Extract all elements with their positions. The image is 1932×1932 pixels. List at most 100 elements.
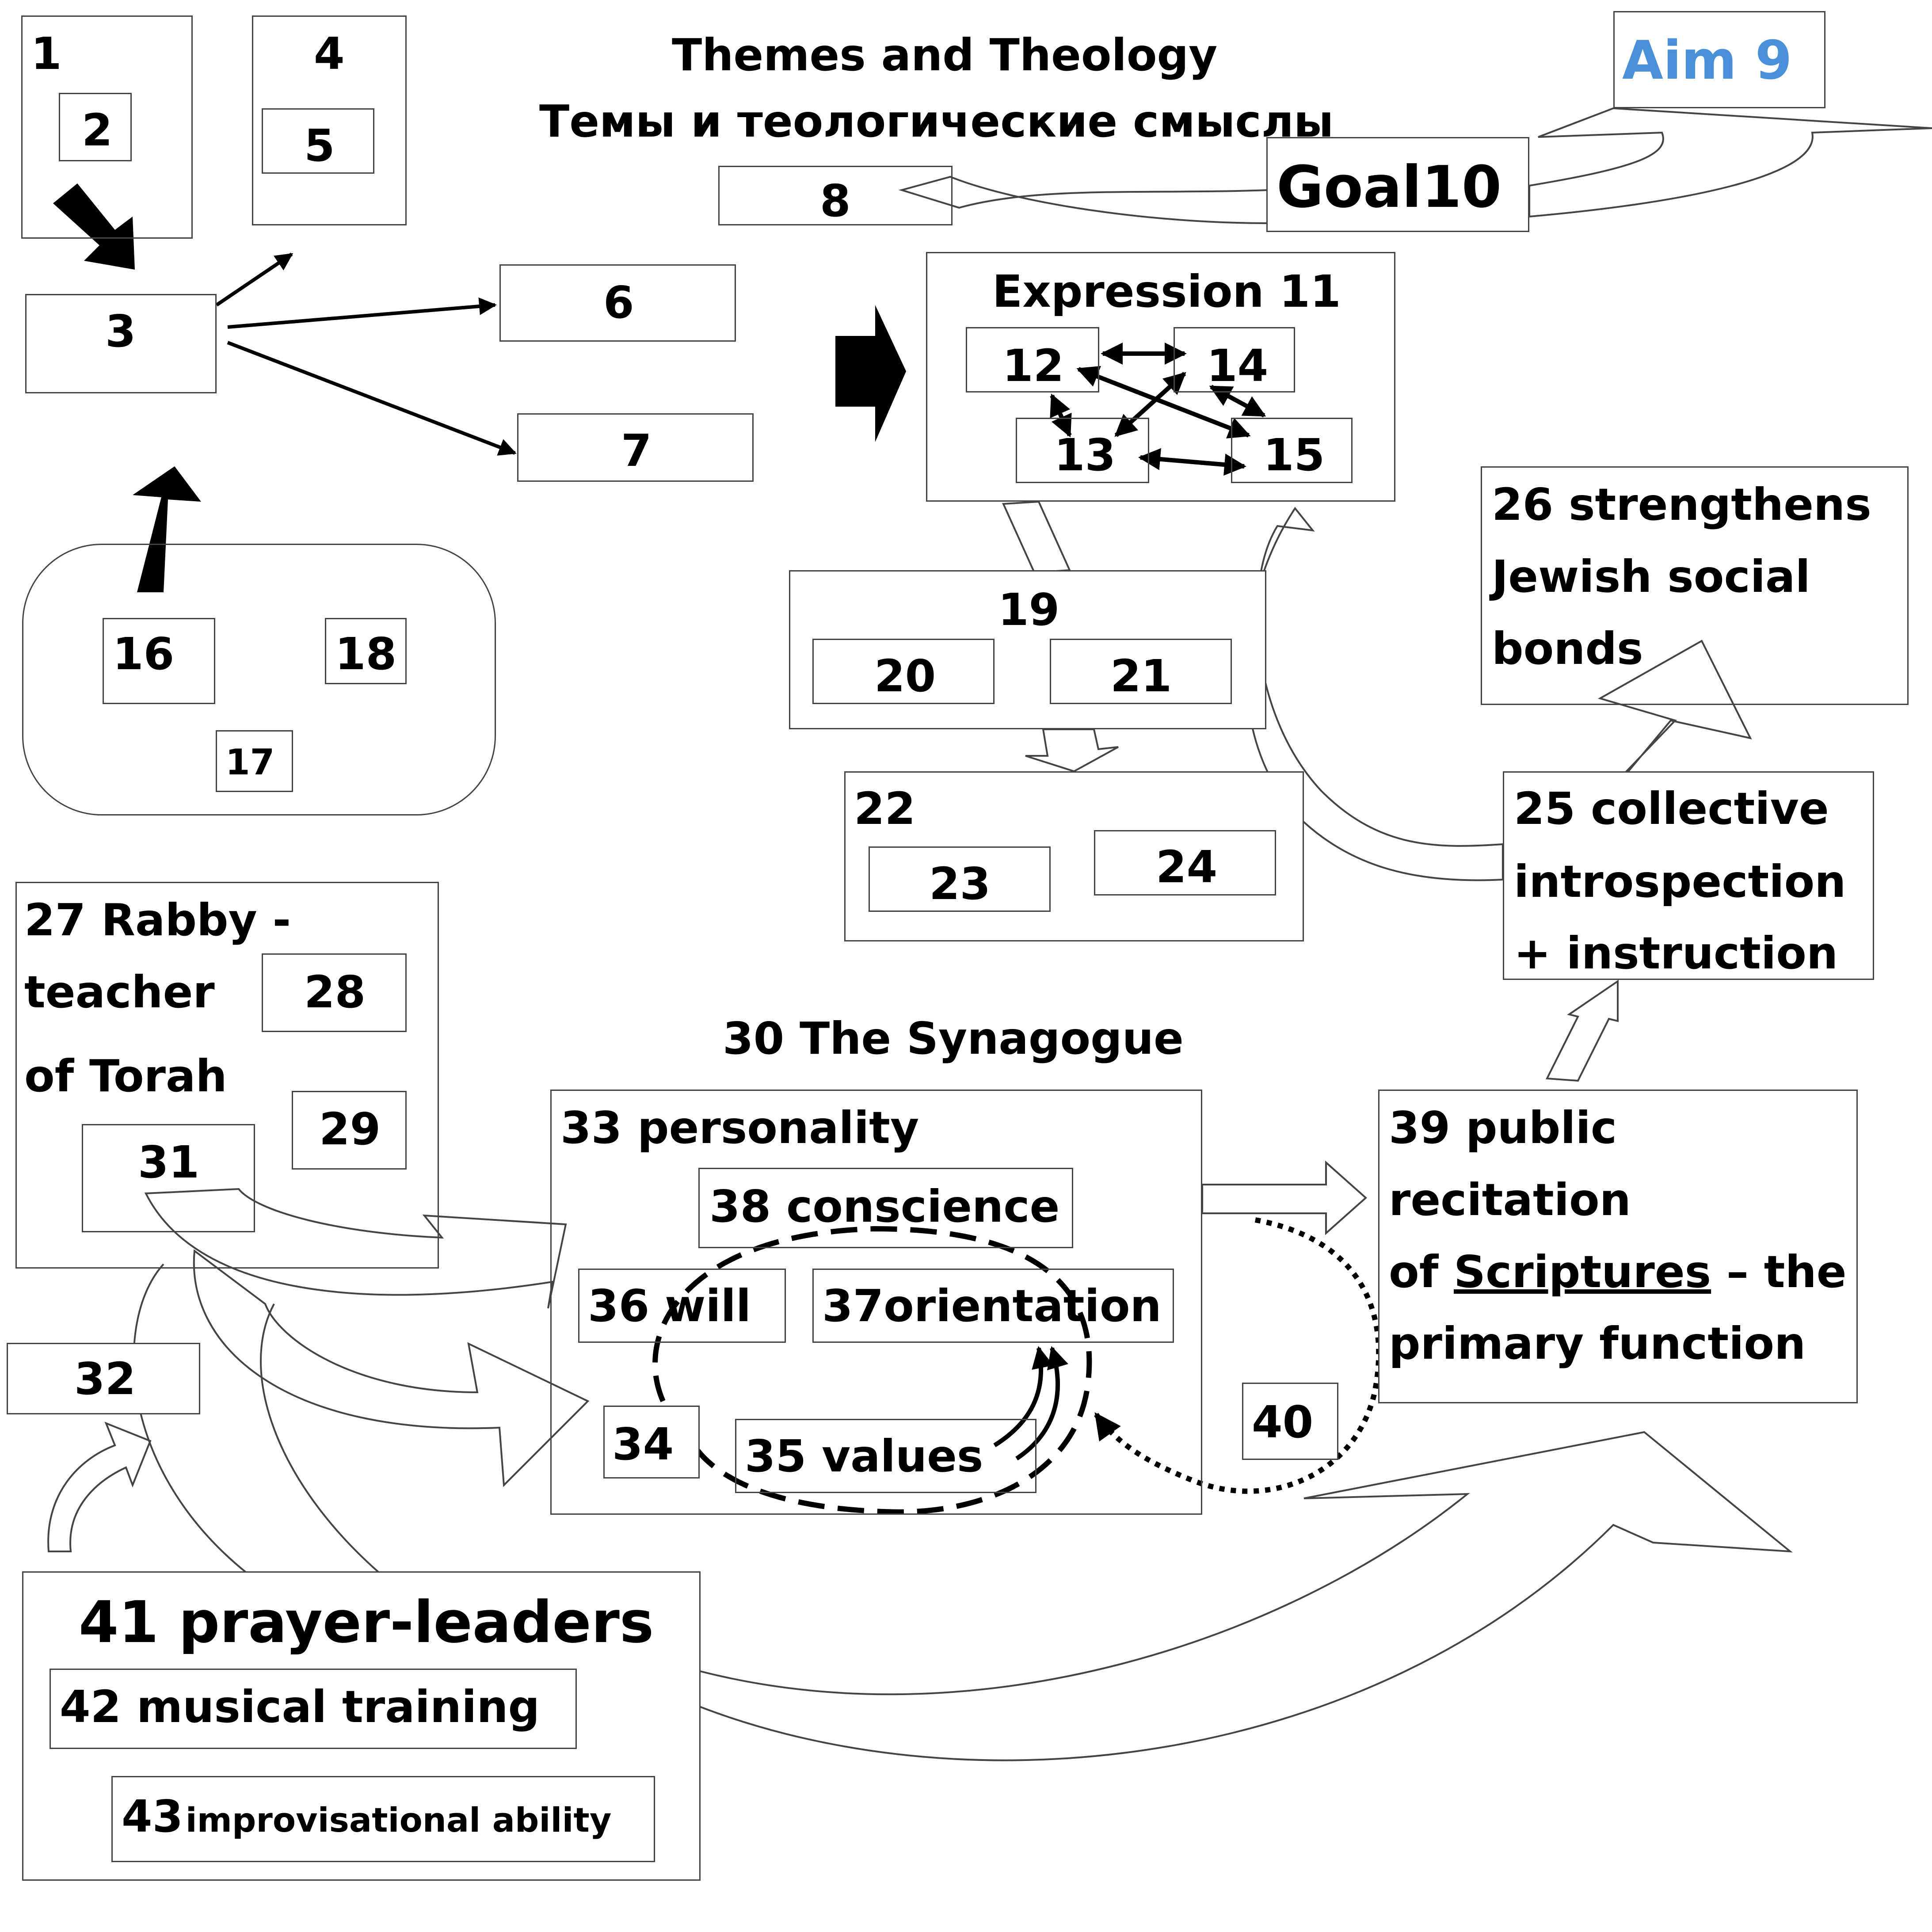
arrow-1-to-3	[53, 183, 135, 270]
arrow-13-15	[1138, 448, 1246, 476]
node-43-number: 43	[122, 1791, 183, 1842]
node-25-line2: introspection	[1514, 856, 1846, 907]
node-38-label: 38 conscience	[709, 1181, 1060, 1232]
node-28-label: 28	[304, 966, 366, 1018]
node-15-label: 15	[1263, 429, 1325, 481]
node-17	[216, 730, 293, 792]
node-18	[325, 618, 407, 684]
hollow-arrow-27-to-33-lower	[193, 1249, 590, 1487]
node-34-label: 34	[612, 1418, 674, 1470]
hollow-arrow-41-to-39	[697, 1431, 1793, 1761]
node-1-label: 1	[31, 28, 62, 80]
aim-label: Aim 9	[1622, 30, 1792, 91]
node-22-label: 22	[854, 783, 916, 835]
hollow-arrow-11-to-19	[1002, 500, 1071, 574]
node-16-label: 16	[113, 628, 175, 680]
node-7-label: 7	[621, 425, 652, 476]
arrow-12-13	[1050, 393, 1072, 438]
hollow-arrow-25-to-26	[1597, 640, 1752, 774]
node-36-label: 36 will	[588, 1280, 751, 1332]
node-12-label: 12	[1002, 340, 1064, 392]
node-32	[7, 1343, 200, 1414]
hollow-arrow-goal-to-8	[898, 175, 1269, 225]
node-33	[550, 1090, 1202, 1515]
node-39-line4: primary function	[1389, 1318, 1806, 1369]
node-31-label: 31	[138, 1136, 200, 1188]
node-5	[262, 108, 374, 174]
node-11-label: Expression 11	[992, 266, 1341, 317]
node-6-label: 6	[603, 277, 634, 328]
node-33-label: 33 personality	[560, 1102, 919, 1154]
node-23-label: 23	[929, 858, 991, 910]
hollow-arrow-to-32	[47, 1421, 152, 1552]
node-13-label: 13	[1054, 429, 1116, 481]
node-22	[844, 771, 1304, 941]
arrow-3-to-7	[227, 341, 517, 456]
node-43-text: improvisational ability	[185, 1800, 612, 1840]
node-30-title: 30 The Synagogue	[723, 1013, 1184, 1064]
node-35	[735, 1419, 1036, 1493]
node-14	[1174, 327, 1295, 392]
node-21	[1050, 639, 1232, 704]
node-20	[812, 639, 995, 704]
node-13	[1016, 418, 1149, 483]
goal-box	[1266, 137, 1529, 232]
node-39-line2: recitation	[1389, 1174, 1631, 1226]
node-24	[1094, 830, 1276, 896]
node-39-line3-c: – the	[1711, 1246, 1847, 1298]
node-3	[25, 294, 217, 393]
node-20-label: 20	[874, 650, 936, 702]
aim-box	[1613, 11, 1825, 108]
node-41-label: 41 prayer-leaders	[79, 1589, 654, 1656]
node-27	[15, 882, 439, 1269]
hollow-arrow-27-to-33-upper	[144, 1188, 567, 1309]
node-31	[82, 1124, 255, 1232]
dashed-cycle-ellipse	[652, 1226, 1092, 1515]
hollow-arrow-goal-to-aim	[1528, 107, 1932, 218]
node-25-line3: + instruction	[1514, 927, 1838, 979]
node-17-label: 17	[225, 742, 275, 783]
node-39-line3-a: of	[1389, 1246, 1454, 1298]
node-40-label: 40	[1252, 1396, 1314, 1448]
curve-27-to-41-b	[260, 1303, 381, 1574]
node-40	[1242, 1383, 1338, 1460]
node-14-label: 14	[1207, 340, 1269, 392]
node-21-label: 21	[1110, 650, 1172, 702]
node-2	[59, 93, 132, 161]
node-34	[603, 1406, 700, 1479]
node-2-label: 2	[82, 104, 113, 156]
title-english: Themes and Theology	[672, 29, 1218, 81]
group-16-18	[22, 544, 496, 815]
node-26	[1481, 466, 1909, 705]
title-russian: Темы и теологические смыслы	[539, 95, 1334, 147]
node-43-line: 43 improvisational ability	[122, 1795, 611, 1839]
node-25-line1: 25 collective	[1514, 783, 1829, 835]
node-32-label: 32	[74, 1353, 136, 1405]
node-16	[103, 618, 215, 704]
node-19-label: 19	[998, 584, 1060, 636]
hollow-arrow-19-to-22	[1025, 728, 1119, 773]
arrow-3-to-6	[227, 297, 497, 329]
arrow-16-to-3	[133, 466, 201, 592]
node-24-label: 24	[1156, 841, 1218, 893]
node-29	[292, 1091, 407, 1170]
node-8	[718, 166, 953, 225]
node-18-label: 18	[335, 628, 397, 680]
node-43	[111, 1776, 655, 1862]
node-37	[812, 1269, 1174, 1343]
arrow-3-to-4	[215, 252, 293, 307]
node-28	[262, 953, 407, 1032]
node-35-label: 35 values	[745, 1430, 983, 1482]
node-27-line3: of Torah	[24, 1050, 227, 1102]
hollow-arrow-33-to-39	[1201, 1160, 1368, 1235]
hollow-arrow-39-to-25	[1545, 979, 1619, 1082]
goal-label: Goal10	[1277, 153, 1502, 221]
node-42	[50, 1669, 577, 1749]
node-39-line1: 39 public	[1389, 1102, 1617, 1154]
node-7	[517, 413, 754, 482]
cycle-arrow-35-to-37-a	[993, 1346, 1054, 1448]
node-26-line3: bonds	[1492, 623, 1643, 674]
node-15	[1231, 418, 1353, 483]
node-41	[22, 1571, 701, 1881]
